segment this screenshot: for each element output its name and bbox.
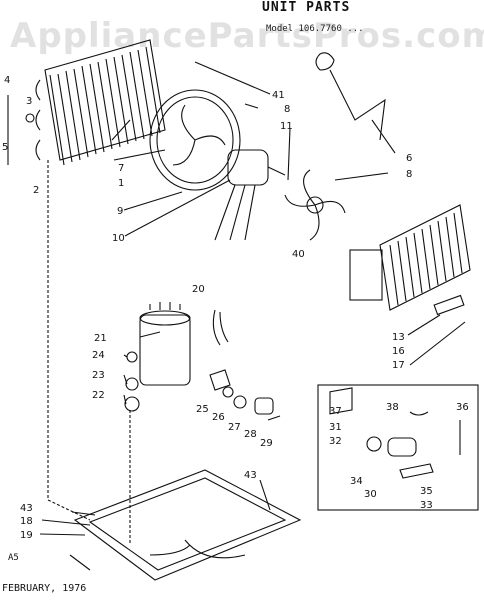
callout-37: 37	[329, 406, 342, 417]
grommet-23	[125, 377, 139, 391]
callout-1: 1	[118, 178, 124, 189]
fan-motor	[214, 149, 286, 241]
callout-16: 16	[392, 346, 405, 357]
filter	[433, 294, 465, 316]
fan-shroud	[149, 89, 241, 191]
strap-38	[409, 411, 429, 416]
footer-date: FEBRUARY, 1976	[2, 583, 87, 594]
terminal-33	[399, 463, 434, 479]
callout-13: 13	[392, 332, 405, 343]
control-parts-box	[317, 384, 479, 511]
callout-4: 4	[4, 75, 10, 86]
tubing	[315, 52, 386, 141]
callout-23: 23	[92, 370, 105, 381]
part-34	[366, 436, 382, 452]
compressor	[139, 302, 191, 386]
callout-43a: 43	[244, 470, 257, 481]
evaporator-coil	[349, 204, 471, 311]
callout-30: 30	[364, 489, 377, 500]
callout-7: 7	[118, 163, 124, 174]
callout-43b: 43	[20, 503, 33, 514]
part-30	[329, 387, 353, 415]
callout-27: 27	[228, 422, 241, 433]
callout-24: 24	[92, 350, 105, 361]
wiring-20	[212, 309, 229, 346]
callout-3: 3	[26, 96, 32, 107]
callout-18: 18	[20, 516, 33, 527]
bracket-25	[209, 369, 231, 391]
callout-17: 17	[392, 360, 405, 371]
callout-6: 6	[406, 153, 412, 164]
capacitor-32	[387, 437, 417, 457]
condenser-coil	[35, 39, 166, 166]
callout-8b: 8	[406, 169, 412, 180]
callout-40: 40	[292, 249, 305, 260]
callout-22: 22	[92, 390, 105, 401]
watermark: AppliancePartsPros.com	[10, 16, 484, 56]
callout-36: 36	[456, 402, 469, 413]
callout-41: 41	[272, 90, 285, 101]
callout-10: 10	[112, 233, 125, 244]
mount-22	[124, 396, 140, 412]
part-27	[233, 395, 247, 409]
callout-9: 9	[117, 206, 123, 217]
callout-21: 21	[94, 333, 107, 344]
callout-2: 2	[33, 185, 39, 196]
blower-fan	[284, 169, 346, 241]
callout-25: 25	[196, 404, 209, 415]
callout-32: 32	[329, 436, 342, 447]
callout-19: 19	[20, 530, 33, 541]
part-26	[222, 386, 234, 398]
grommet-24	[126, 351, 138, 363]
callout-35: 35	[420, 486, 433, 497]
callout-5: 5	[2, 142, 8, 153]
callout-34: 34	[350, 476, 363, 487]
model-number: Model 106.7760 ...	[266, 24, 364, 34]
callout-31: 31	[329, 422, 342, 433]
diagram-title: UNIT PARTS	[262, 0, 351, 15]
callout-8a: 8	[284, 104, 290, 115]
clip-29	[267, 415, 281, 421]
base-pan	[73, 469, 302, 581]
callout-26: 26	[212, 412, 225, 423]
callout-33: 33	[420, 500, 433, 511]
figure-code: A5	[8, 553, 19, 563]
callout-38: 38	[386, 402, 399, 413]
callout-20: 20	[192, 284, 205, 295]
callout-labels: 1 2 3 4 5 6 7 8 8 9 10 11 13 16 17 18 19…	[2, 75, 469, 541]
cover-28	[254, 397, 274, 415]
grommet	[25, 113, 35, 123]
callout-29: 29	[260, 438, 273, 449]
callout-11: 11	[280, 121, 293, 132]
callout-28: 28	[244, 429, 257, 440]
